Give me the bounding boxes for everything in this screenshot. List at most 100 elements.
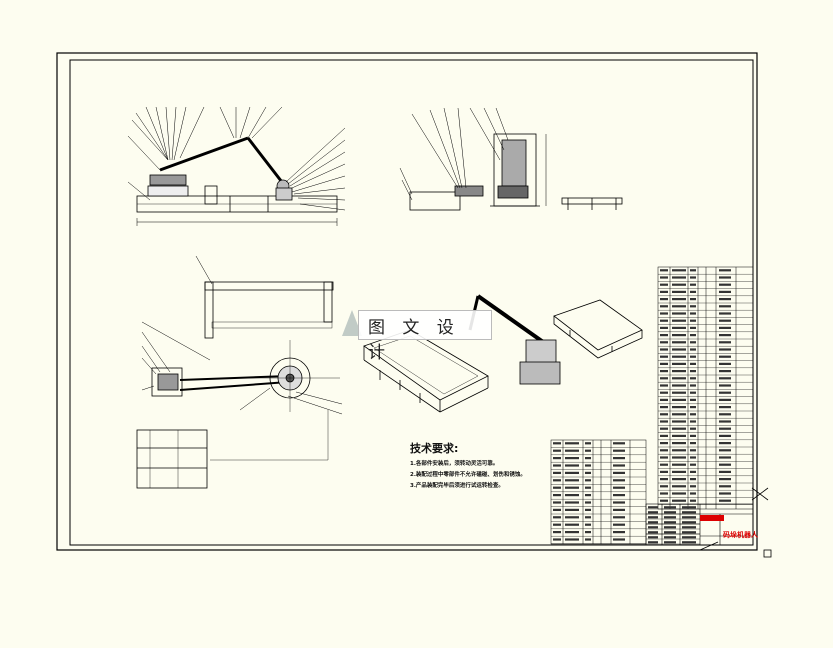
table-cell-text: [585, 516, 591, 519]
table-cell-text: [690, 276, 696, 279]
drawing-title: 码垛机器人: [723, 531, 758, 539]
table-cell-text: [682, 541, 696, 544]
side-elevation-view: [399, 107, 623, 211]
table-cell-text: [672, 406, 686, 409]
table-cell-text: [585, 449, 591, 452]
table-cell-text: [648, 531, 658, 534]
table-cell-text: [672, 485, 686, 488]
corner-markers: [699, 487, 772, 558]
table-cell-text: [585, 538, 591, 541]
table-cell-text: [660, 312, 668, 315]
table-cell-text: [690, 305, 696, 308]
table-cell-text: [613, 449, 625, 452]
table-cell-text: [672, 312, 686, 315]
table-cell-text: [585, 442, 591, 445]
table-cell-text: [672, 326, 686, 329]
table-cell-text: [672, 427, 686, 430]
table-cell-text: [565, 486, 579, 489]
table-cell-text: [660, 398, 668, 401]
table-cell-text: [672, 398, 686, 401]
table-cell-text: [664, 521, 676, 524]
table-cell-text: [565, 531, 579, 534]
table-cell-text: [660, 478, 668, 481]
table-cell-text: [719, 290, 731, 293]
table-cell-text: [613, 531, 625, 534]
outer-border: [56, 52, 758, 551]
table-cell-text: [719, 470, 731, 473]
table-cell-text: [585, 531, 591, 534]
table-cell-text: [672, 362, 686, 365]
table-cell-text: [553, 508, 561, 511]
table-cell-text: [664, 526, 676, 529]
table-cell-text: [660, 485, 668, 488]
table-cell-text: [565, 464, 579, 467]
table-cell-text: [553, 471, 561, 474]
watermark-logo-icon: [342, 310, 362, 336]
table-cell-text: [690, 478, 696, 481]
table-cell-text: [690, 492, 696, 495]
table-cell-text: [660, 334, 668, 337]
table-cell-text: [660, 355, 668, 358]
table-cell-text: [690, 413, 696, 416]
table-cell-text: [613, 508, 625, 511]
table-cell-text: [690, 384, 696, 387]
table-cell-text: [660, 420, 668, 423]
table-cell-text: [660, 283, 668, 286]
table-cell-text: [690, 463, 696, 466]
table-cell-text: [585, 523, 591, 526]
table-cell-text: [690, 334, 696, 337]
table-cell-text: [719, 434, 731, 437]
table-cell-text: [672, 269, 686, 272]
table-cell-text: [719, 406, 731, 409]
table-cell-text: [660, 413, 668, 416]
table-cell-text: [565, 538, 579, 541]
table-cell-text: [660, 377, 668, 380]
table-cell-text: [672, 499, 686, 502]
table-cell-text: [719, 305, 731, 308]
table-cell-text: [660, 442, 668, 445]
table-cell-text: [660, 427, 668, 430]
table-cell-text: [672, 348, 686, 351]
table-cell-text: [672, 463, 686, 466]
table-cell-text: [553, 464, 561, 467]
table-cell-text: [553, 538, 561, 541]
table-cell-text: [672, 290, 686, 293]
table-cell-text: [565, 508, 579, 511]
table-cell-text: [672, 377, 686, 380]
table-cell-text: [719, 442, 731, 445]
table-cell-text: [672, 341, 686, 344]
table-cell-text: [719, 326, 731, 329]
table-cell-text: [585, 508, 591, 511]
table-cell-text: [664, 511, 676, 514]
table-cell-text: [690, 269, 696, 272]
table-cell-text: [664, 541, 676, 544]
table-cell-text: [719, 319, 731, 322]
table-cell-text: [613, 538, 625, 541]
table-cell-text: [719, 427, 731, 430]
table-cell-text: [682, 526, 696, 529]
table-cell-text: [719, 355, 731, 358]
table-cell-text: [719, 370, 731, 373]
table-cell-text: [660, 456, 668, 459]
table-cell-text: [660, 362, 668, 365]
table-cell-text: [648, 506, 658, 509]
lower-parts-list-table: [550, 439, 647, 545]
table-cell-text: [613, 494, 625, 497]
table-cell-text: [719, 499, 731, 502]
table-cell-text: [672, 298, 686, 301]
table-cell-text: [648, 521, 658, 524]
table-cell-text: [672, 355, 686, 358]
plan-view: [136, 255, 343, 489]
table-cell-text: [585, 501, 591, 504]
table-cell-text: [719, 456, 731, 459]
technical-requirement-item: 1.各部件安装后，须转动灵活可靠。: [410, 461, 499, 467]
table-cell-text: [672, 413, 686, 416]
table-cell-text: [553, 501, 561, 504]
table-cell-text: [690, 377, 696, 380]
table-cell-text: [682, 516, 696, 519]
table-cell-text: [682, 506, 696, 509]
technical-requirement-item: 2.装配过程中零部件不允许磕碰、划伤和锈蚀。: [410, 472, 526, 478]
table-cell-text: [553, 516, 561, 519]
table-cell-text: [682, 521, 696, 524]
table-cell-text: [613, 516, 625, 519]
